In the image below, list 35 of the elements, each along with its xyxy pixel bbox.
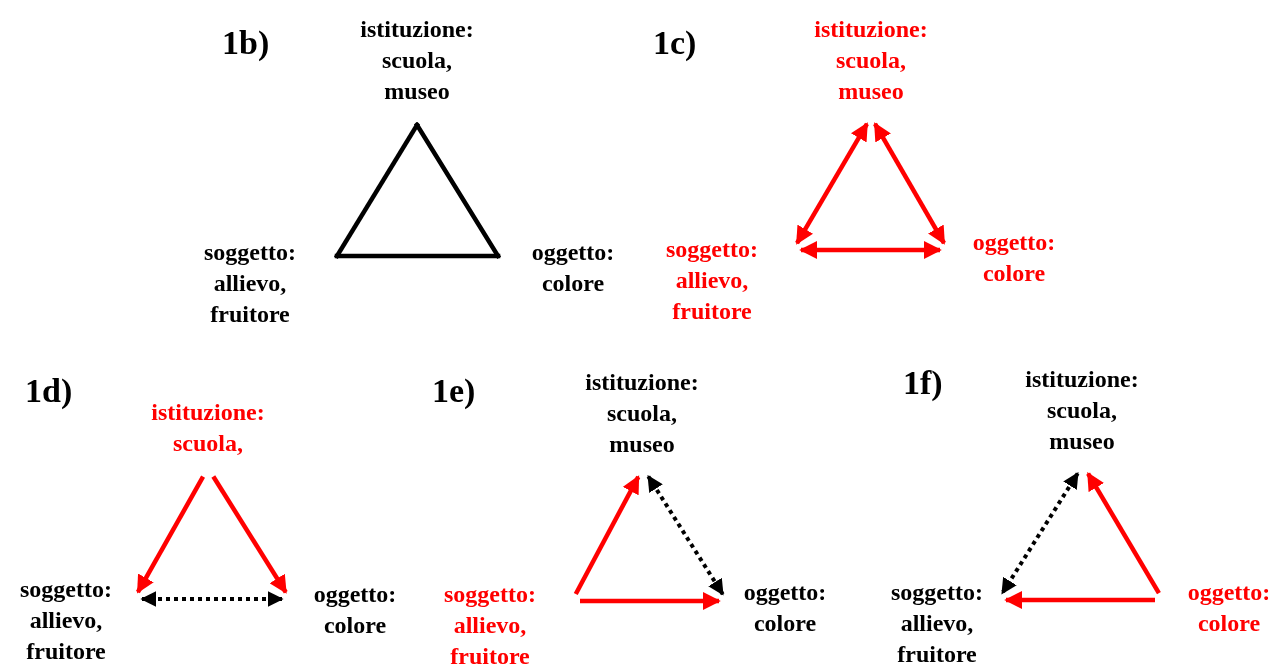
- arrow: [646, 475, 725, 596]
- node-label: soggetto: allievo, fruitore: [204, 237, 296, 330]
- node-label: soggetto: allievo, fruitore: [20, 574, 112, 667]
- node-label: soggetto: allievo, fruitore: [891, 577, 983, 670]
- panel-label: 1e): [432, 372, 476, 410]
- arrow: [799, 241, 942, 259]
- arrow: [873, 122, 946, 245]
- arrow: [135, 475, 206, 594]
- node-label: soggetto: allievo, fruitore: [444, 579, 536, 670]
- node-label: oggetto: colore: [531, 237, 615, 299]
- node-label: oggetto: colore: [743, 577, 827, 639]
- node-label: oggetto: colore: [1187, 577, 1271, 639]
- arrow: [1086, 472, 1161, 595]
- arrow: [573, 475, 641, 595]
- node-label: soggetto: allievo, fruitore: [666, 234, 758, 327]
- panel-label: 1f): [903, 364, 943, 402]
- arrow: [140, 591, 284, 607]
- node-label: oggetto: colore: [972, 227, 1056, 289]
- node-label: oggetto: colore: [313, 579, 397, 641]
- node-label: istituzione: scuola, museo: [585, 367, 699, 460]
- node-label: istituzione: scuola, museo: [1025, 364, 1139, 457]
- panel-label: 1d): [25, 372, 73, 410]
- arrow: [580, 592, 721, 610]
- arrow: [1000, 472, 1080, 595]
- node-label: istituzione: scuola, museo: [814, 14, 928, 107]
- node-label: istituzione: scuola, museo: [360, 14, 474, 107]
- arrow: [1004, 591, 1155, 609]
- node-label: istituzione: scuola,: [151, 397, 265, 459]
- panel-label: 1c): [653, 24, 697, 62]
- connector-line: [414, 122, 501, 259]
- connector-line: [334, 253, 501, 259]
- panel-label: 1b): [222, 24, 270, 62]
- connector-line: [334, 122, 420, 259]
- arrow: [211, 475, 288, 594]
- arrow: [795, 122, 869, 245]
